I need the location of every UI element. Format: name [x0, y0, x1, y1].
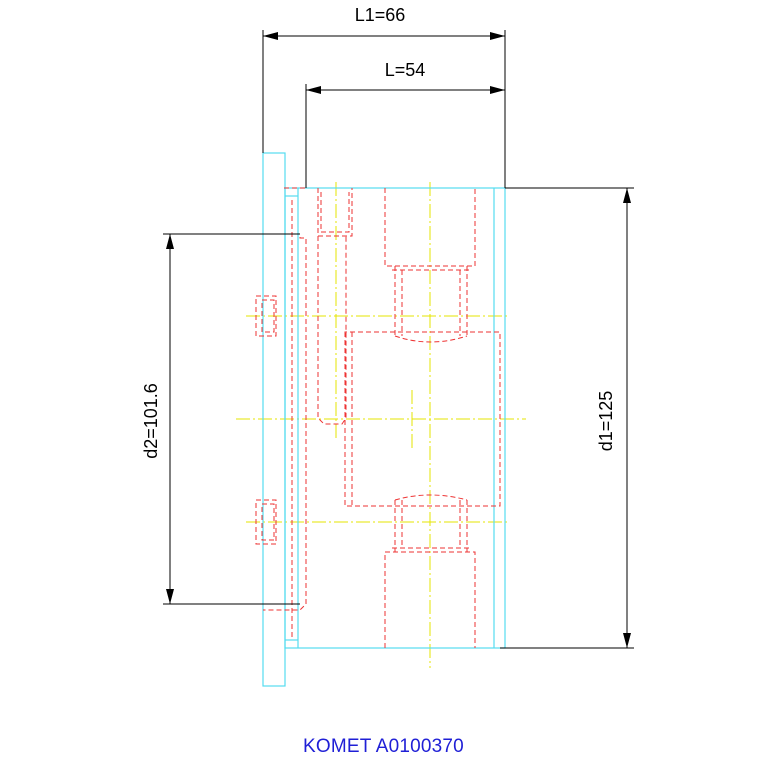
dimension-l1: L1=66 — [355, 5, 406, 25]
drawing-caption: KOMET A0100370 — [303, 736, 464, 757]
dimension-l: L=54 — [385, 60, 426, 80]
dimension-lines — [163, 30, 634, 649]
dimension-d2: d2=101.6 — [141, 383, 161, 459]
body-outline — [262, 152, 506, 687]
hidden-features — [255, 187, 501, 648]
centerlines — [236, 182, 526, 668]
dimension-d1: d1=125 — [596, 391, 616, 452]
